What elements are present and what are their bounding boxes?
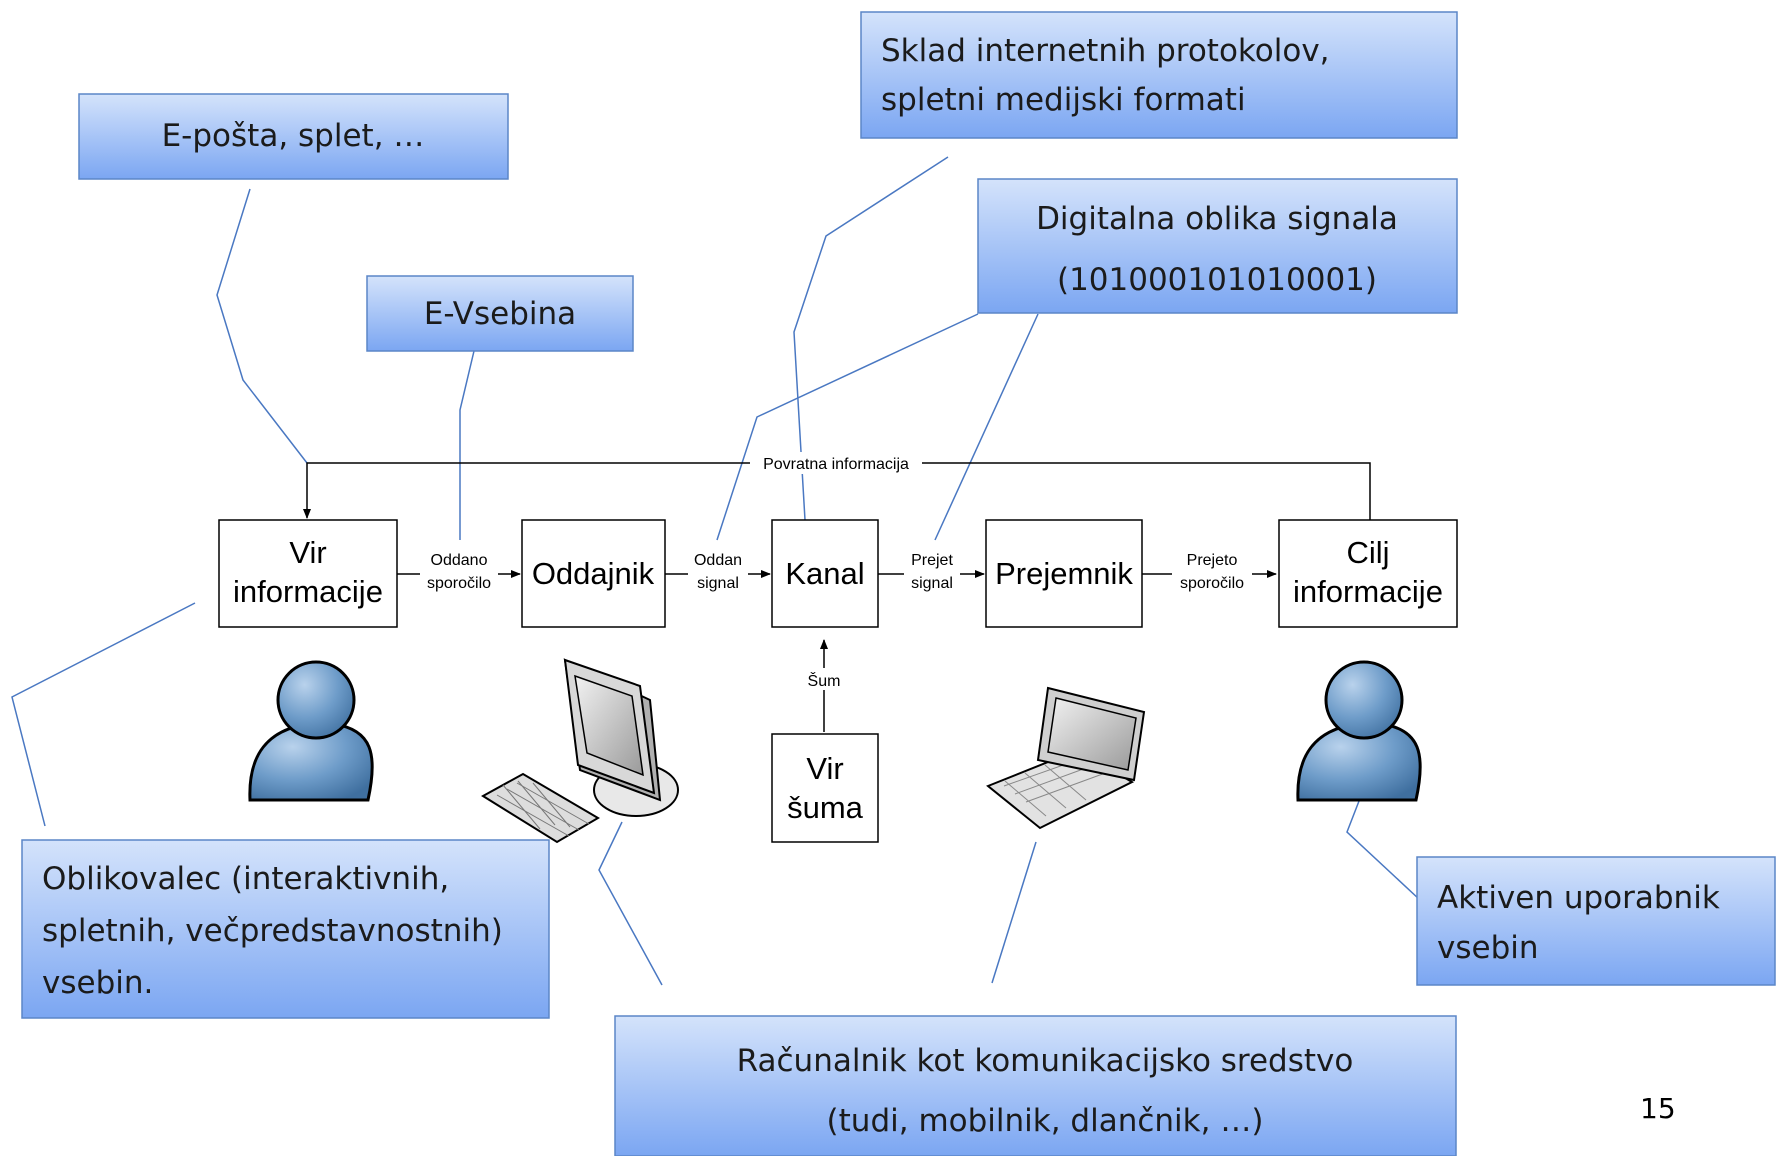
label-sum: Šum xyxy=(808,671,841,690)
label-oddan-1: Oddan xyxy=(694,552,742,569)
box-cilj-line-1: Cilj xyxy=(1346,535,1389,570)
leader-digitalna-2 xyxy=(934,313,1039,541)
desktop-computer-icon xyxy=(481,658,679,844)
callout-racunalnik: Računalnik kot komunikacijsko sredstvo (… xyxy=(614,1015,1457,1156)
leader-oblikovalec xyxy=(11,602,196,827)
label-oddano-1: Oddano xyxy=(431,552,488,569)
box-vir-suma-line-1: Vir xyxy=(806,751,843,786)
laptop-icon xyxy=(986,686,1146,830)
leader-lines xyxy=(11,156,1421,986)
callout-oblikovalec-line-2: spletnih, večpredstavnostnih) xyxy=(42,913,503,949)
box-cilj: Cilj informacije xyxy=(1278,519,1458,628)
label-prejet-2: signal xyxy=(911,575,953,592)
label-prejeto-1: Prejeto xyxy=(1187,552,1238,569)
arrow-labels: Oddano sporočilo Oddan signal Prejet sig… xyxy=(420,548,1252,690)
person-icon xyxy=(1296,660,1422,802)
callout-oblikovalec-line-3: vsebin. xyxy=(42,965,153,1001)
box-kanal-text: Kanal xyxy=(785,556,864,591)
box-vir-suma: Vir šuma xyxy=(771,733,879,843)
box-vir-suma-line-2: šuma xyxy=(787,790,864,825)
callout-oblikovalec-line-1: Oblikovalec (interaktivnih, xyxy=(42,861,449,897)
leader-eposta xyxy=(216,188,308,464)
box-vir: Vir informacije xyxy=(218,519,398,628)
label-oddano-2: sporočilo xyxy=(427,575,491,592)
leader-laptop xyxy=(991,841,1037,984)
box-prejemnik-text: Prejemnik xyxy=(995,556,1133,591)
callout-evsebina: E-Vsebina xyxy=(366,275,634,352)
label-oddan-2: signal xyxy=(697,575,739,592)
callout-sklad-line-2: spletni medijski formati xyxy=(881,82,1246,118)
label-prejet-1: Prejet xyxy=(911,552,953,569)
leader-computer xyxy=(598,821,663,986)
callout-eposta-text: E-pošta, splet, … xyxy=(162,118,425,154)
callout-oblikovalec: Oblikovalec (interaktivnih, spletnih, ve… xyxy=(21,839,550,1019)
person-icon xyxy=(248,660,374,802)
leader-sklad xyxy=(793,156,949,521)
box-vir-line-2: informacije xyxy=(233,574,383,609)
callout-sklad: Sklad internetnih protokolov, spletni me… xyxy=(860,11,1458,139)
box-oddajnik: Oddajnik xyxy=(521,519,666,628)
callout-evsebina-text: E-Vsebina xyxy=(424,296,576,332)
callout-aktiven-line-2: vsebin xyxy=(1437,930,1539,966)
box-prejemnik: Prejemnik xyxy=(985,519,1143,628)
page-number: 15 xyxy=(1640,1092,1676,1125)
callout-sklad-line-1: Sklad internetnih protokolov, xyxy=(881,33,1330,69)
box-kanal: Kanal xyxy=(771,519,879,628)
label-prejeto-2: sporočilo xyxy=(1180,575,1244,592)
box-vir-line-1: Vir xyxy=(289,535,326,570)
callout-digitalna-line-1: Digitalna oblika signala xyxy=(1036,201,1398,237)
leader-evsebina xyxy=(459,350,475,540)
leader-digitalna-1 xyxy=(716,313,979,541)
callout-racunalnik-line-1: Računalnik kot komunikacijsko sredstvo xyxy=(737,1043,1354,1079)
callout-digitalna-line-2: (101000101010001) xyxy=(1057,262,1377,298)
label-povratna: Povratna informacija xyxy=(763,456,909,473)
callout-aktiven-line-1: Aktiven uporabnik xyxy=(1437,880,1720,916)
callout-racunalnik-line-2: (tudi, mobilnik, dlančnik, …) xyxy=(827,1103,1264,1139)
box-oddajnik-text: Oddajnik xyxy=(532,556,655,591)
callout-eposta: E-pošta, splet, … xyxy=(78,93,509,180)
callout-digitalna: Digitalna oblika signala (10100010101000… xyxy=(977,178,1458,314)
feedback-loop: Povratna informacija xyxy=(303,452,1371,520)
box-cilj-line-2: informacije xyxy=(1293,574,1443,609)
callout-aktiven: Aktiven uporabnik vsebin xyxy=(1416,856,1776,986)
